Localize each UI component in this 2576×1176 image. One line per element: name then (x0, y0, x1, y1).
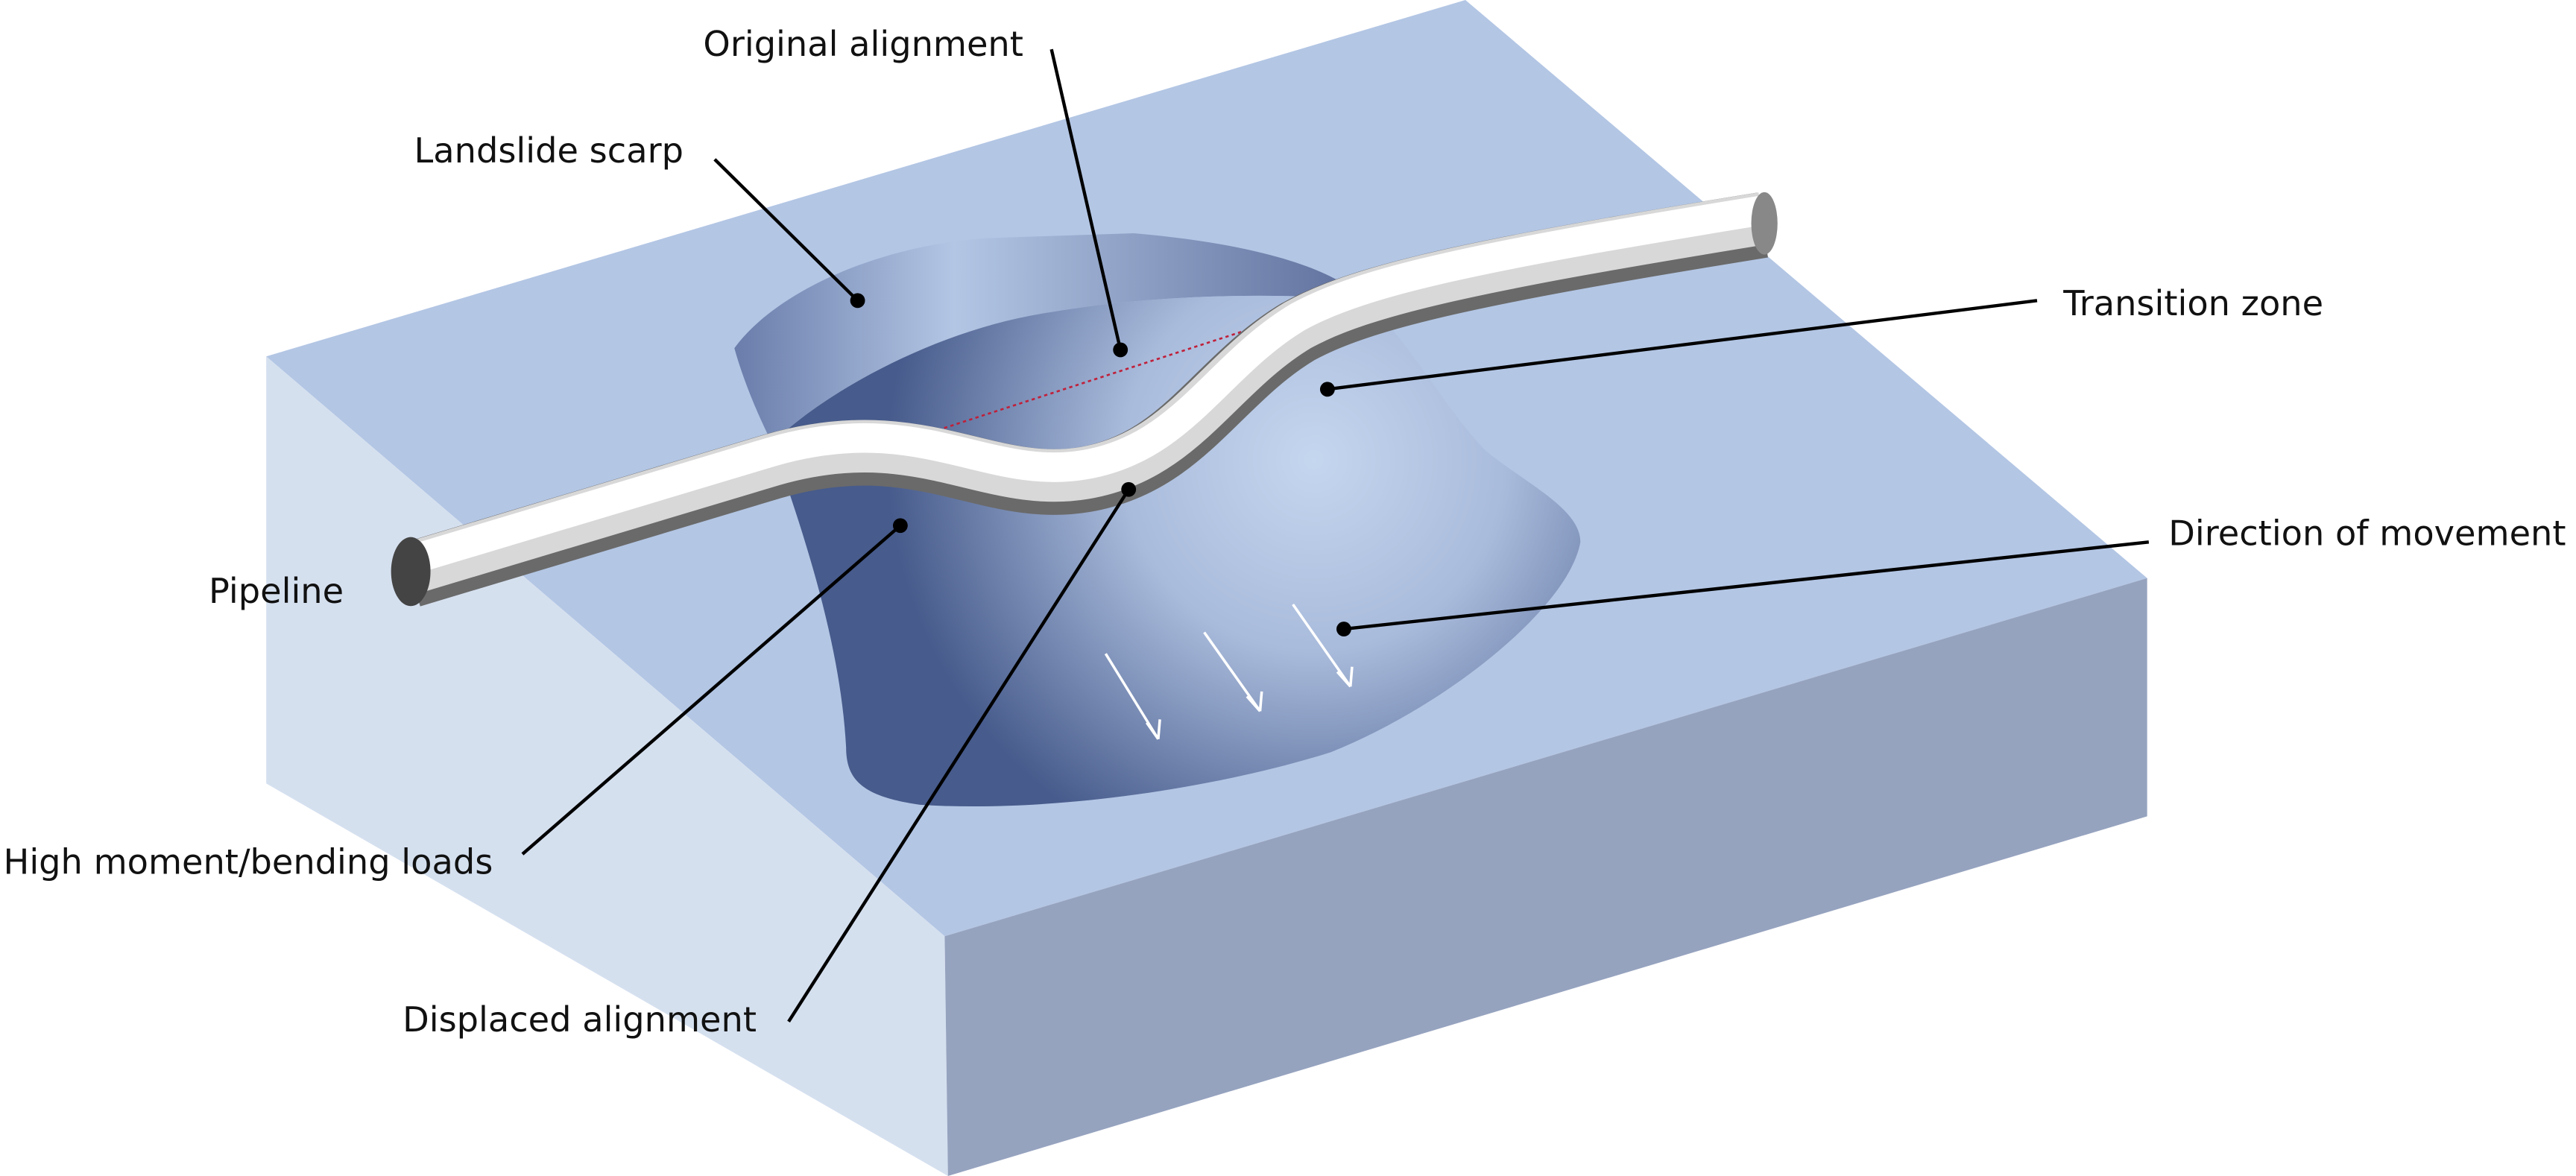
label-landslide-scarp: Landslide scarp (414, 130, 684, 171)
pipe-end-back (1751, 192, 1778, 255)
label-displaced-alignment: Displaced alignment (402, 999, 757, 1040)
pipe-end-front (391, 537, 431, 607)
landslide-body (771, 295, 1581, 807)
label-pipeline: Pipeline (209, 571, 344, 611)
label-original-alignment: Original alignment (703, 24, 1023, 64)
label-transition-zone: Transition zone (2062, 283, 2323, 323)
landslide-scarp-wall (734, 233, 1364, 444)
label-direction-of-movement: Direction of movement (2168, 513, 2566, 554)
ground-right-face (944, 578, 2147, 1176)
arrow-icon (1292, 604, 1354, 688)
pipeline (391, 192, 1778, 607)
arrow-icon (1104, 653, 1161, 740)
leader-lines (521, 48, 2150, 1023)
movement-arrows (1104, 604, 1354, 740)
label-high-moment: High moment/bending loads (4, 841, 493, 882)
arrow-icon (1203, 631, 1263, 712)
